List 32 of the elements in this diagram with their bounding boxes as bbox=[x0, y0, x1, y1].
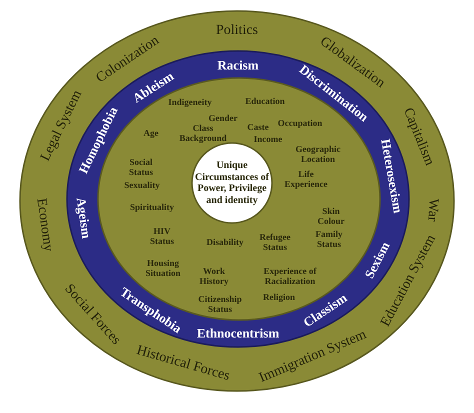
ring-label: Economy bbox=[33, 197, 55, 252]
factor-label: Education bbox=[244, 96, 286, 106]
ring-label: Heterosexism bbox=[378, 138, 405, 214]
ring-label: War bbox=[424, 198, 440, 222]
factor-label: Citizenship Status bbox=[197, 294, 243, 315]
factor-label: Sexuality bbox=[123, 180, 161, 190]
factor-label: Gender bbox=[208, 113, 238, 124]
factor-label: Spirituality bbox=[128, 202, 175, 212]
factor-label: Age bbox=[142, 128, 160, 138]
factor-label: Experience of Racialization bbox=[262, 266, 318, 287]
ring-label: Ageism bbox=[74, 196, 93, 239]
factor-label: Skin Colour bbox=[316, 206, 346, 227]
factor-label: Disability bbox=[205, 237, 244, 248]
factor-label: Class Background bbox=[178, 123, 228, 144]
ring-label: Ethnocentrism bbox=[196, 326, 280, 340]
factor-label: Income bbox=[252, 134, 284, 144]
factor-label: Refugee Status bbox=[258, 232, 292, 253]
ring-label: Politics bbox=[216, 24, 258, 38]
factor-label: Life Experience bbox=[284, 169, 328, 190]
factor-label: Work History bbox=[198, 266, 230, 287]
factor-label: Geographic Location bbox=[294, 144, 342, 165]
factor-label: HIV Status bbox=[148, 226, 175, 247]
center-label: Unique Circumstances of Power, Privilege and identity bbox=[195, 160, 269, 206]
factor-label: Caste bbox=[246, 122, 270, 132]
factor-label: Social Status bbox=[128, 157, 154, 178]
outer-ring bbox=[19, 10, 455, 392]
factor-label: Family Status bbox=[314, 229, 344, 250]
ring-label: Racism bbox=[217, 58, 259, 72]
factor-label: Occupation bbox=[276, 118, 322, 128]
factor-label: Religion bbox=[262, 292, 296, 302]
factor-label: Housing Situation bbox=[144, 258, 182, 279]
center-circle bbox=[191, 142, 273, 224]
